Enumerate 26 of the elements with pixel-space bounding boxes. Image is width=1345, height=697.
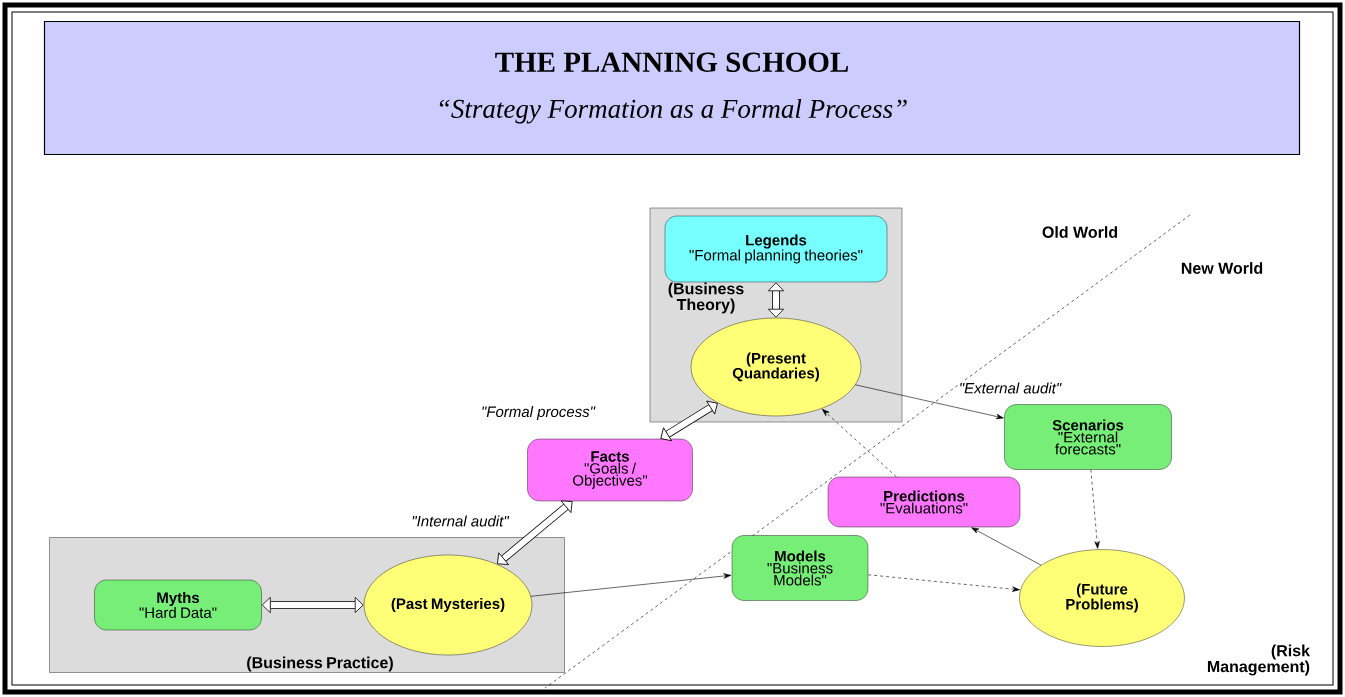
circle-node: (Present Quandaries) xyxy=(690,317,862,417)
arrow xyxy=(767,282,785,318)
edge-label: "Internal audit" xyxy=(412,515,510,527)
edge-label: "Formal process" xyxy=(482,406,596,420)
arrow xyxy=(530,573,732,597)
arrow xyxy=(971,527,1042,566)
arrow xyxy=(822,408,897,478)
rounded-box: Legends "Formal planning theories" xyxy=(664,215,888,283)
rounded-box: Predictions "Evaluations" xyxy=(827,476,1021,528)
circle-node: (Future Problems) xyxy=(1019,549,1185,647)
rounded-box: Myths "Hard Data" xyxy=(94,579,262,631)
arrow xyxy=(855,384,1004,420)
arrow xyxy=(867,574,1020,592)
arrow xyxy=(1090,469,1100,549)
rounded-box: Scenarios "External forecasts" xyxy=(1004,404,1172,470)
side-label: (Risk Management) xyxy=(1207,644,1310,676)
rounded-box: Models "Business Models" xyxy=(731,535,869,601)
circle-node: (Past Mysteries) xyxy=(363,554,533,656)
region-label: Old World xyxy=(1042,226,1118,238)
rounded-box: Facts "Goals / Objectives" xyxy=(527,438,693,502)
arrow xyxy=(261,596,364,614)
arrow xyxy=(660,400,718,442)
region-label: New World xyxy=(1181,262,1263,274)
arrow xyxy=(497,500,573,565)
edge-label: "External audit" xyxy=(960,382,1062,394)
header-band: THE PLANNING SCHOOL “Strategy Formation as a Formal Process” xyxy=(43,20,1301,156)
